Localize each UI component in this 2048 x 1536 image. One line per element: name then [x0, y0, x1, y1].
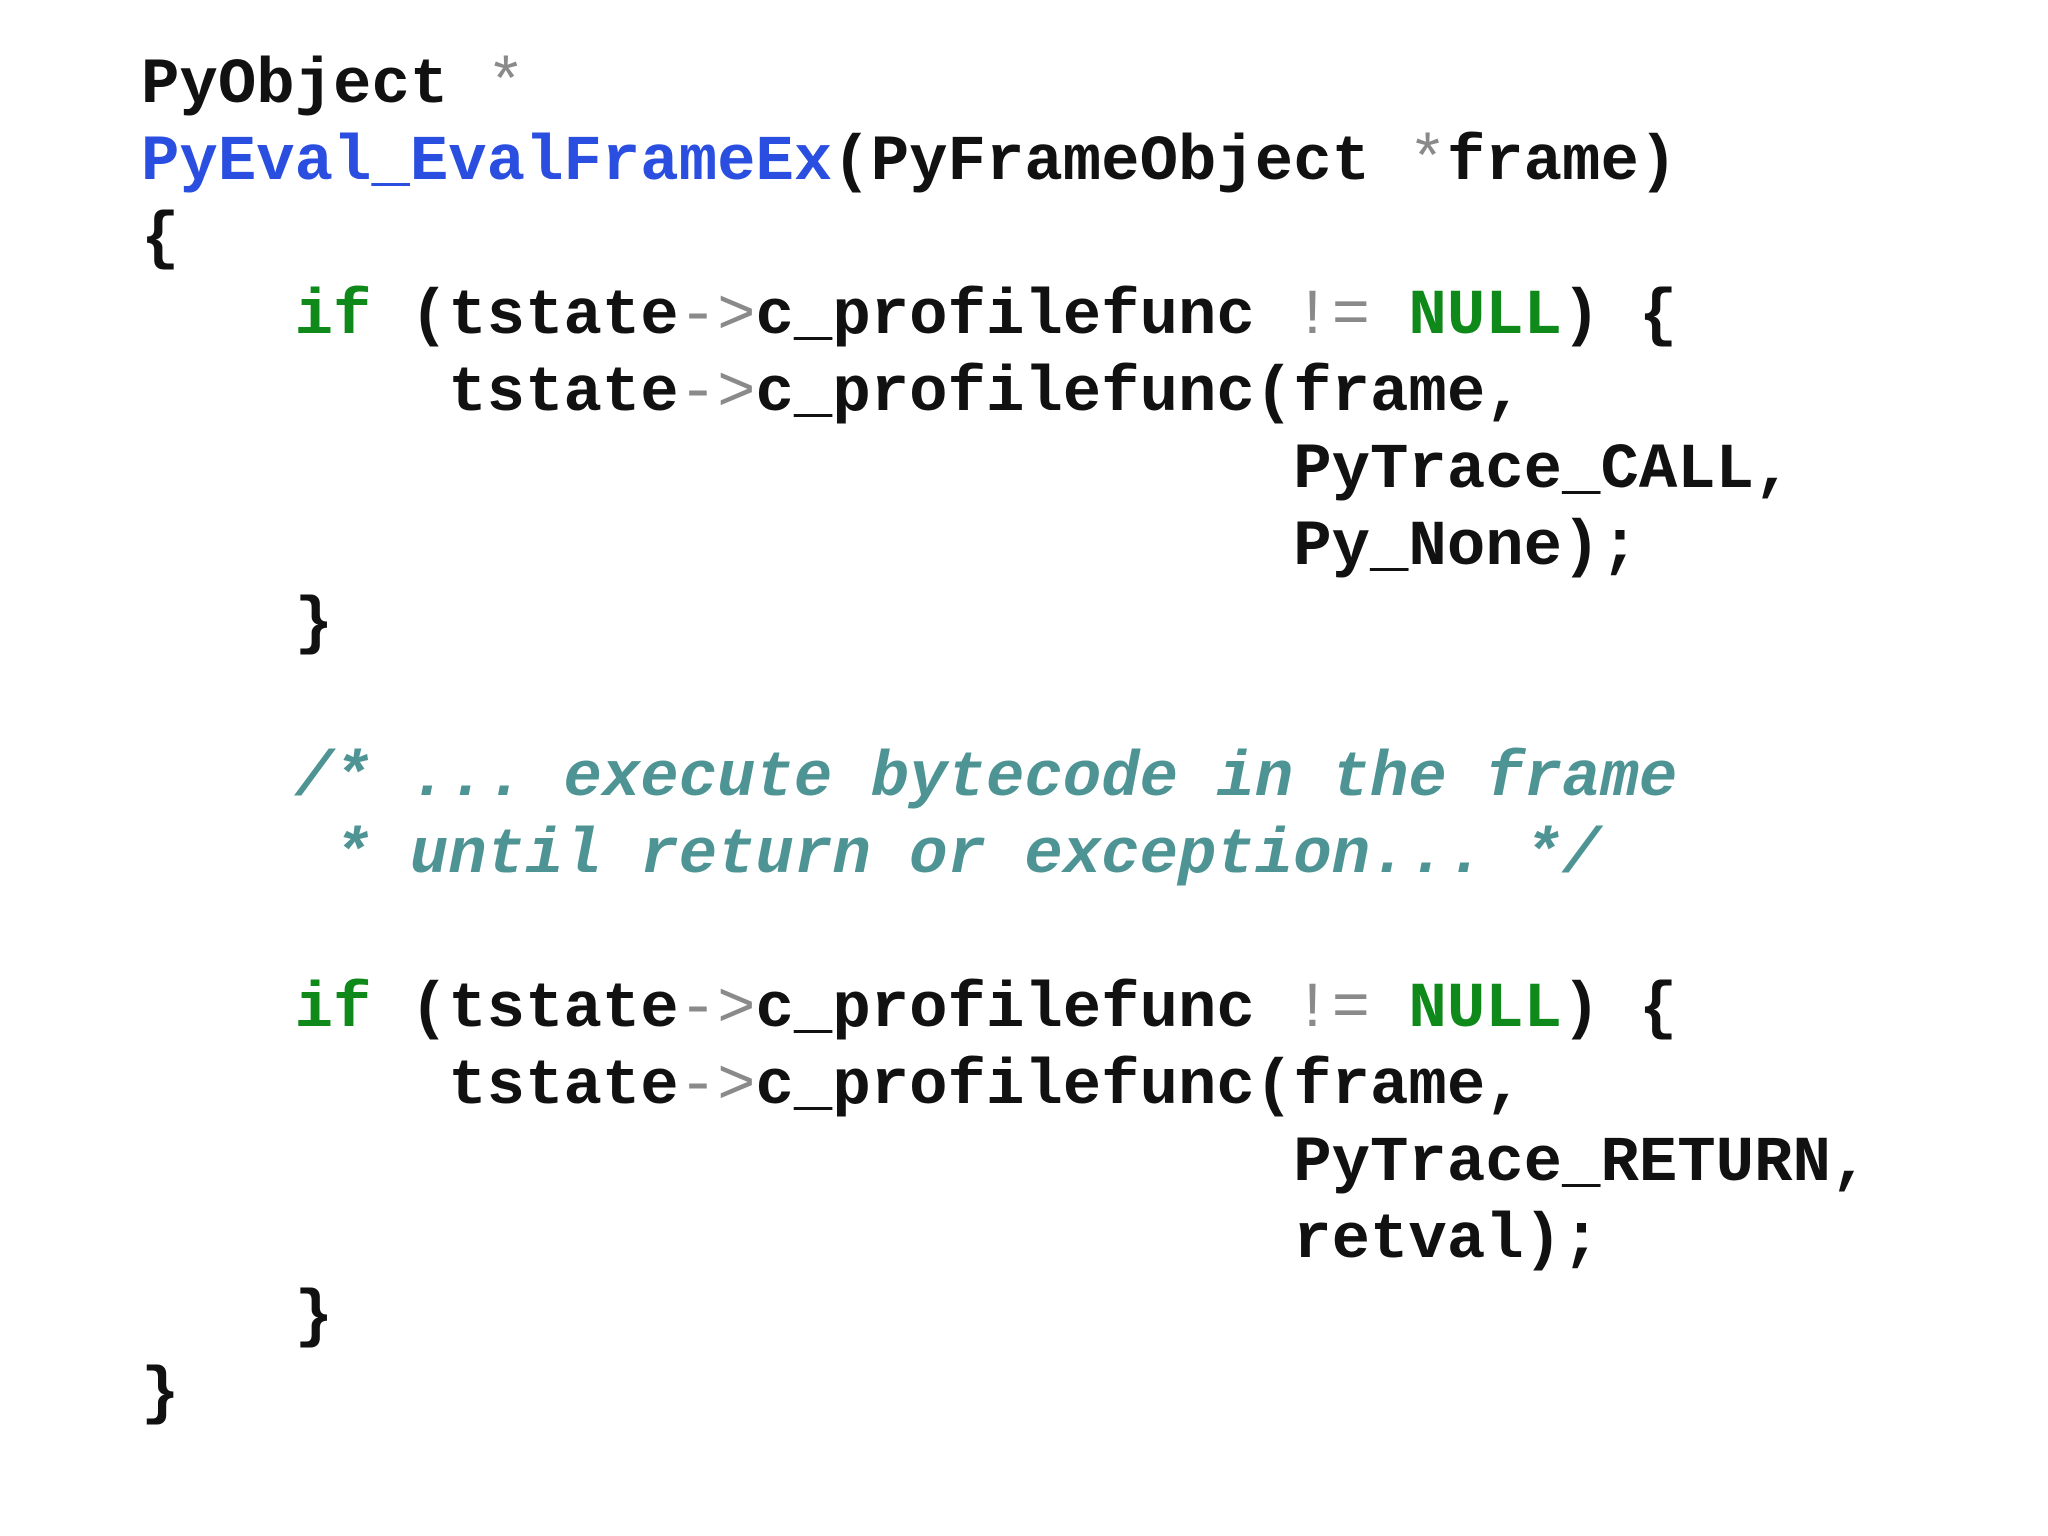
operator: != [1293, 281, 1370, 353]
code-text: c_profilefunc [755, 974, 1294, 1046]
code-text: ) { [1562, 974, 1678, 1046]
comment-text: * until return or exception... */ [141, 820, 1601, 892]
code-text: ) { [1562, 281, 1678, 353]
code-text: c_profilefunc [755, 281, 1294, 353]
code-line-14: tstate->c_profilefunc(frame, [141, 1049, 1869, 1126]
constant: NULL [1408, 974, 1563, 1046]
code-text: retval); [141, 1205, 1601, 1277]
operator: -> [678, 974, 756, 1046]
code-text: PyTrace_RETURN, [141, 1128, 1870, 1200]
code-line-8: } [141, 587, 1869, 664]
code-line-12 [141, 895, 1869, 972]
code-line-6: PyTrace_CALL, [141, 433, 1869, 510]
keyword: if [294, 974, 372, 1046]
code-line-1: PyObject * [141, 48, 1869, 125]
code-text: { [141, 204, 180, 276]
code-text [141, 974, 295, 1046]
code-text: c_profilefunc(frame, [755, 1051, 1524, 1123]
code-line-2: PyEval_EvalFrameEx(PyFrameObject *frame) [141, 125, 1869, 202]
code-text: (PyFrameObject [832, 127, 1409, 199]
code-line-9 [141, 664, 1869, 741]
code-text: Py_None); [141, 512, 1639, 584]
code-line-7: Py_None); [141, 510, 1869, 587]
operator: -> [678, 1051, 756, 1123]
code-line-4: if (tstate->c_profilefunc != NULL) { [141, 279, 1869, 356]
keyword: if [294, 281, 372, 353]
code-text: frame) [1446, 127, 1678, 199]
operator: * [486, 50, 526, 122]
code-block: PyObject *PyEval_EvalFrameEx(PyFrameObje… [141, 48, 1869, 1434]
code-line-3: { [141, 202, 1869, 279]
code-line-5: tstate->c_profilefunc(frame, [141, 356, 1869, 433]
code-text: } [141, 1359, 180, 1431]
code-line-16: retval); [141, 1203, 1869, 1280]
code-text [1370, 974, 1408, 1046]
code-text: } [141, 1282, 334, 1354]
operator: * [1408, 127, 1447, 199]
constant: NULL [1408, 281, 1563, 353]
code-line-17: } [141, 1280, 1869, 1357]
code-text [141, 281, 295, 353]
code-line-11: * until return or exception... */ [141, 818, 1869, 895]
code-text: (tstate [371, 974, 679, 1046]
code-text: tstate [141, 358, 679, 430]
code-text: PyTrace_CALL, [141, 435, 1793, 507]
code-line-13: if (tstate->c_profilefunc != NULL) { [141, 972, 1869, 1049]
code-text [1370, 281, 1408, 353]
operator: != [1293, 974, 1370, 1046]
code-line-15: PyTrace_RETURN, [141, 1126, 1869, 1203]
code-line-10: /* ... execute bytecode in the frame [141, 741, 1869, 818]
code-line-18: } [141, 1357, 1869, 1434]
code-text: } [141, 589, 334, 661]
function-name: PyEval_EvalFrameEx [141, 127, 833, 199]
code-text: (tstate [371, 281, 679, 353]
code-text: c_profilefunc(frame, [755, 358, 1524, 430]
comment-text: /* ... execute bytecode in the frame [141, 743, 1678, 815]
code-text: tstate [141, 1051, 679, 1123]
operator: -> [678, 358, 756, 430]
code-text: PyObject [141, 50, 487, 122]
operator: -> [678, 281, 756, 353]
